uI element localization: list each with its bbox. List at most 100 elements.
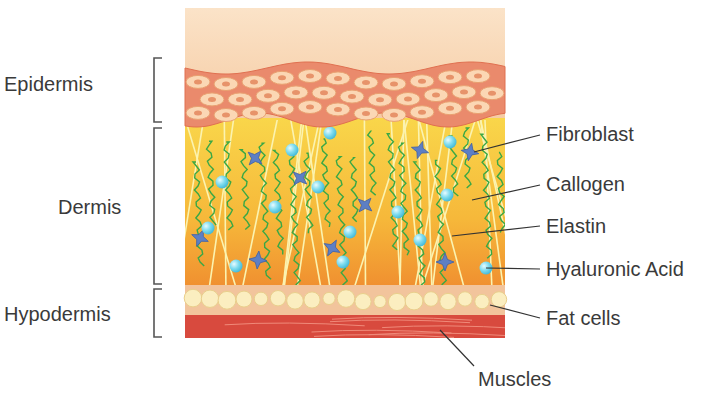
fat-cell <box>458 292 472 306</box>
epidermis-cell <box>186 106 210 119</box>
cell-nucleus <box>264 93 272 98</box>
fat-cells <box>184 289 507 310</box>
layer-label: Hypodermis <box>4 303 111 325</box>
elastin-fiber <box>207 141 217 225</box>
cell-nucleus <box>278 106 286 111</box>
epidermis-cell <box>354 107 378 120</box>
cell-nucleus <box>334 107 342 112</box>
elastin-fiber <box>399 143 409 255</box>
fat-cell <box>440 293 456 309</box>
epidermis-cell <box>438 71 462 84</box>
fat-cell <box>355 293 371 309</box>
collagen-fiber <box>404 120 420 285</box>
fat-cell <box>323 292 335 304</box>
epidermis-cell <box>340 90 364 103</box>
epidermis-cells <box>186 70 504 122</box>
fat-cell <box>218 291 236 309</box>
skin-surface <box>185 8 505 128</box>
fat-cell <box>184 289 202 307</box>
fat-cell <box>405 292 423 310</box>
cell-nucleus <box>208 97 216 102</box>
hyaluronic-acid-drop <box>344 226 357 239</box>
epidermis-cell <box>410 75 434 88</box>
hyaluronic-acid-drop <box>312 181 325 194</box>
muscle-fiber <box>330 320 470 323</box>
fat-cell <box>304 292 320 308</box>
cell-nucleus <box>306 74 314 79</box>
elastin-fiber <box>368 131 376 195</box>
hyaluronic-acid-drop <box>444 136 457 149</box>
part-label: Hyaluronic Acid <box>546 258 684 280</box>
fat-cell <box>254 292 267 305</box>
muscle-layer <box>185 315 505 338</box>
layer-brackets <box>154 58 162 337</box>
epidermis-cell <box>186 75 210 88</box>
collagen-fiber <box>423 120 476 285</box>
collagen-fiber <box>210 120 234 285</box>
hyaluronic-acid-drop <box>216 176 229 189</box>
hyaluronic-acid-drop <box>202 222 215 235</box>
collagen-fiber <box>418 120 463 285</box>
epidermis-cell <box>382 108 406 121</box>
cell-nucleus <box>432 93 440 98</box>
epidermis-cell <box>368 93 392 106</box>
fat-cell <box>201 290 218 307</box>
collagen-fiber <box>391 120 400 285</box>
epidermis-cell <box>326 103 350 116</box>
cell-nucleus <box>474 74 482 79</box>
part-label: Fibroblast <box>546 123 634 145</box>
epidermis-cell <box>480 87 504 100</box>
epidermis-cell <box>242 106 266 119</box>
epidermis-cell <box>214 109 238 122</box>
elastin-fiber <box>414 162 427 285</box>
epidermis-cell <box>354 76 378 89</box>
hyaluronic-acid-drop <box>269 201 282 214</box>
collagen-fiber <box>185 120 236 285</box>
cell-nucleus <box>390 112 398 117</box>
fibroblast-cell <box>358 198 372 212</box>
collagen-fiber <box>185 120 204 285</box>
cell-nucleus <box>278 75 286 80</box>
dermis-layer <box>185 118 505 286</box>
collagen-fiber <box>305 120 330 285</box>
epidermis-cell <box>270 102 294 115</box>
fat-cell <box>374 295 386 307</box>
epidermis-layer <box>185 62 505 127</box>
hyaluronic-acid-drop <box>414 234 427 247</box>
epidermis-cell <box>466 70 490 83</box>
collagen-fiber <box>283 120 320 285</box>
epidermis-cell <box>298 70 322 83</box>
epidermis-cell <box>200 93 224 106</box>
cell-nucleus <box>474 105 482 110</box>
fibroblast-cell <box>324 240 340 256</box>
fat-cell <box>424 292 439 307</box>
part-label: Fat cells <box>546 307 620 329</box>
hyaluronic-acid-drop <box>324 127 337 140</box>
elastin-fiber <box>387 134 398 250</box>
elastin-fiber <box>350 158 358 222</box>
hyaluronic-acid-drop <box>337 256 350 269</box>
hyaluronic-acid-drop <box>230 260 243 273</box>
fibroblast-cell <box>411 141 428 158</box>
layer-label: Epidermis <box>4 73 93 95</box>
cell-nucleus <box>390 81 398 86</box>
epidermis-cell <box>312 86 336 99</box>
fat-cell <box>491 292 506 307</box>
epidermis-cell <box>270 71 294 84</box>
hyaluronic-acid-drop <box>392 206 405 219</box>
cell-nucleus <box>250 79 258 84</box>
epidermis-cell <box>396 93 420 106</box>
muscle-fibers <box>225 317 505 337</box>
epidermis-cell <box>452 86 476 99</box>
cell-nucleus <box>348 94 356 99</box>
epidermis-cell <box>466 101 490 114</box>
fat-cell <box>475 294 489 308</box>
elastin-fiber <box>304 153 313 233</box>
fat-cell <box>337 290 355 308</box>
part-label: Muscles <box>478 368 551 390</box>
elastin-fiber <box>193 162 204 266</box>
collagen-fiber <box>485 120 492 285</box>
cell-nucleus <box>418 110 426 115</box>
elastin-fiber <box>241 150 250 230</box>
